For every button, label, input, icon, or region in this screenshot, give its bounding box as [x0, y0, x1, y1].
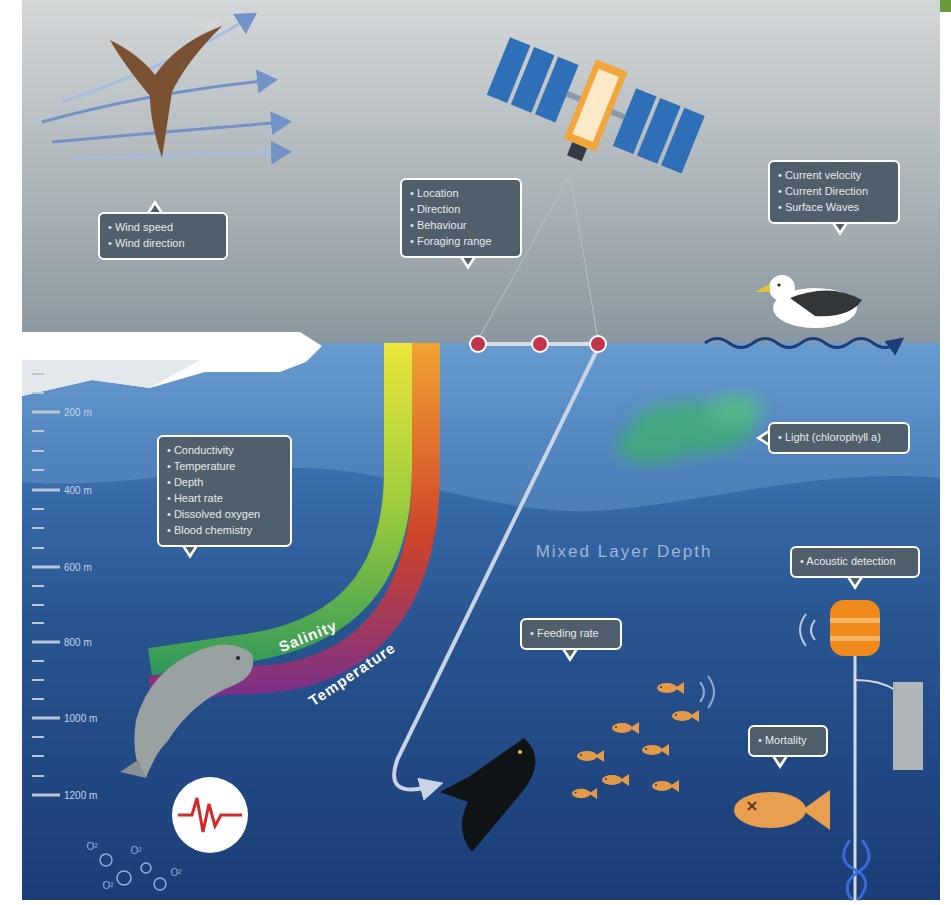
oxygen-label: O²: [102, 880, 113, 891]
callout-tail: [181, 545, 199, 559]
depth-label: 1200 m: [64, 790, 97, 801]
bullet-text: • Feeding rate: [530, 626, 612, 642]
callout-tail: [561, 648, 579, 662]
callout-tail: [771, 755, 789, 769]
bullet-text: • Temperature: [167, 459, 282, 475]
callout-box: • Light (chlorophyll a): [768, 422, 910, 454]
depth-label: 1000 m: [64, 713, 97, 724]
bullet-text: • Location: [410, 186, 512, 202]
bullet-text: • Wind direction: [108, 236, 218, 252]
callout-box: • Acoustic detection: [790, 546, 920, 578]
oxygen-label: O²: [130, 845, 141, 856]
bullet-text: • Current velocity: [778, 168, 890, 184]
callout-box: • Wind speed• Wind direction: [98, 212, 228, 260]
callout-box: • Location• Direction• Behaviour• Foragi…: [400, 178, 522, 258]
bullet-text: • Acoustic detection: [800, 554, 910, 570]
bullet-text: • Light (chlorophyll a): [778, 430, 900, 446]
oxygen-label: O²: [170, 867, 181, 878]
callout-tail: [846, 576, 864, 590]
callout-box: • Feeding rate: [520, 618, 622, 650]
bullet-text: • Mortality: [758, 733, 818, 749]
bullet-text: • Wind speed: [108, 220, 218, 236]
callout-tail: [459, 256, 477, 270]
depth-label: 200 m: [64, 407, 92, 418]
callout-box: • Current velocity• Current Direction• S…: [768, 160, 900, 224]
bullet-text: • Blood chemistry: [167, 523, 282, 539]
bullet-text: • Behaviour: [410, 218, 512, 234]
bullet-text: • Foraging range: [410, 234, 512, 250]
depth-label: 800 m: [64, 637, 92, 648]
bullet-text: • Current Direction: [778, 184, 890, 200]
oxygen-label: O²: [86, 841, 97, 852]
bullet-text: • Surface Waves: [778, 200, 890, 216]
bullet-text: • Conductivity: [167, 443, 282, 459]
depth-label: 400 m: [64, 485, 92, 496]
callout-box: • Conductivity• Temperature• Depth• Hear…: [157, 435, 292, 547]
bullet-text: • Heart rate: [167, 491, 282, 507]
callout-tail: [831, 222, 849, 236]
bullet-text: • Dissolved oxygen: [167, 507, 282, 523]
depth-label: 600 m: [64, 562, 92, 573]
bullet-text: • Depth: [167, 475, 282, 491]
bullet-text: • Direction: [410, 202, 512, 218]
callout-box: • Mortality: [748, 725, 828, 757]
layer-label: Mixed Layer Depth: [536, 542, 713, 562]
